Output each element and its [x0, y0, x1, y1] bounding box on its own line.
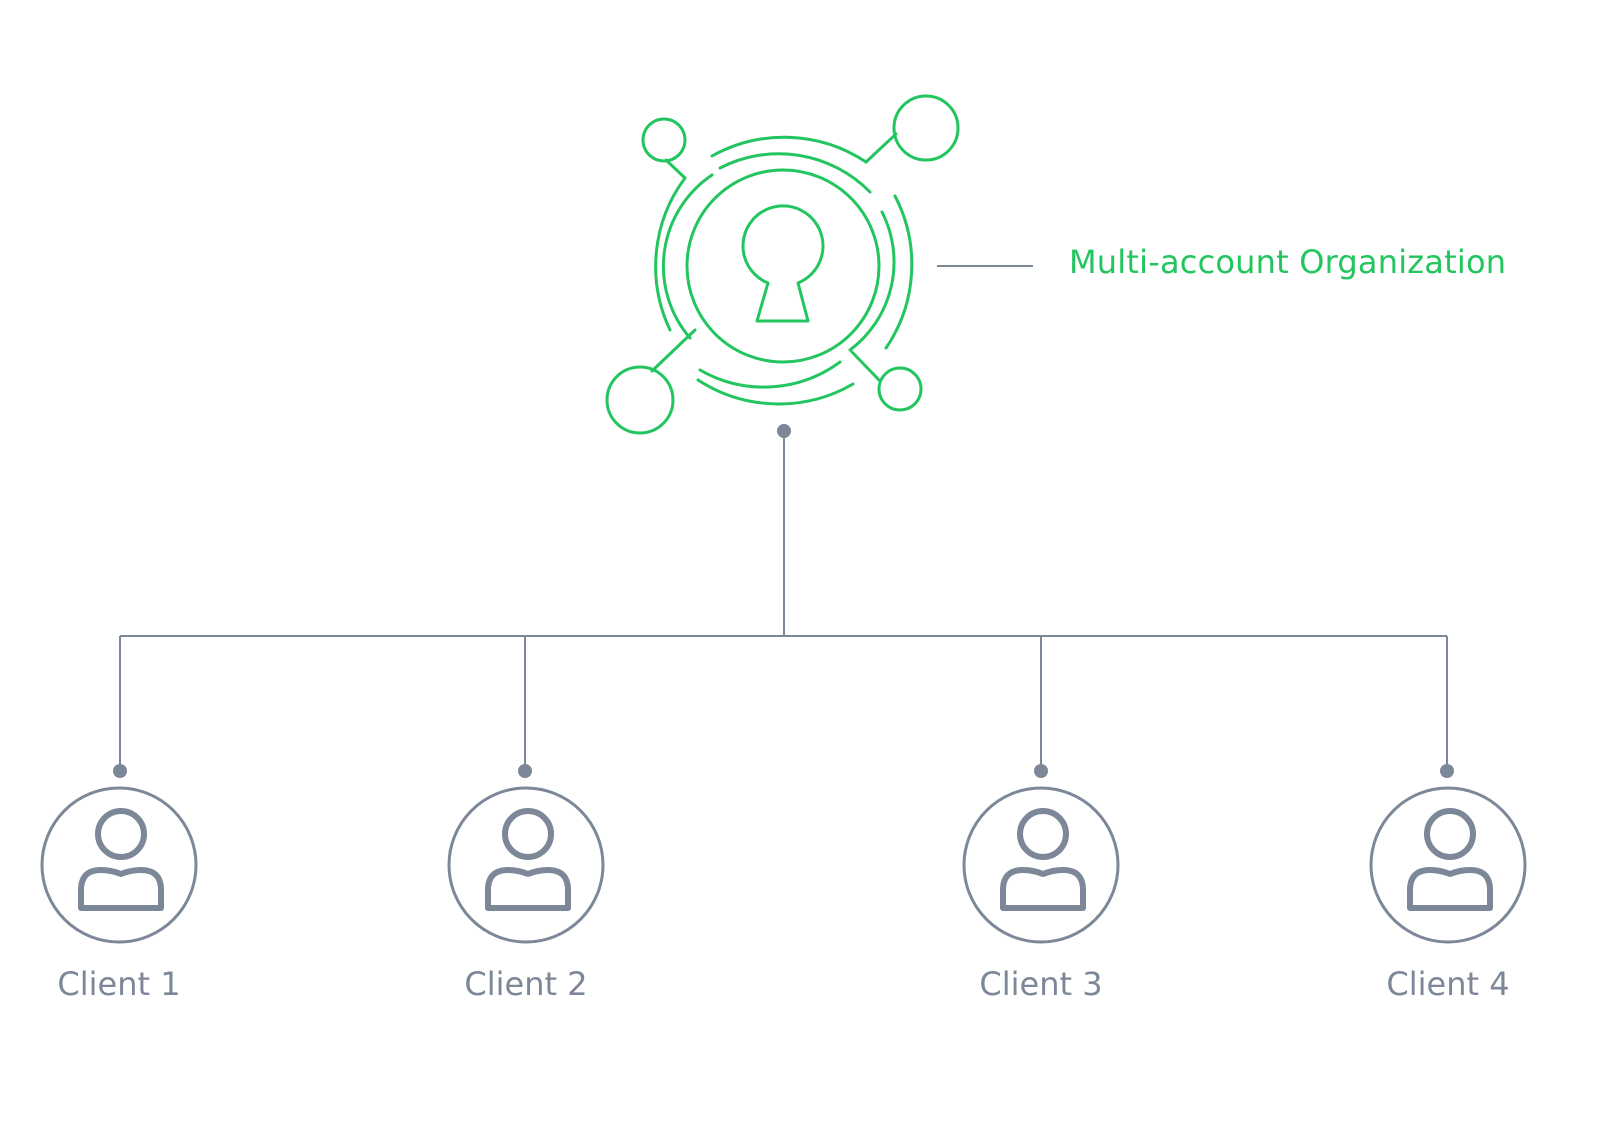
user-icon — [1407, 808, 1493, 911]
user-icon — [78, 808, 164, 911]
client-node-3 — [962, 764, 1120, 944]
organization-label: Multi-account Organization — [1069, 243, 1507, 281]
client-label-1: Client 1 — [57, 965, 181, 1003]
client-node-4 — [1369, 764, 1527, 944]
org-connector-dot — [777, 424, 791, 438]
client-label-2: Client 2 — [464, 965, 588, 1003]
user-icon — [1000, 808, 1086, 911]
client-label-3: Client 3 — [979, 965, 1103, 1003]
connector-dot — [1440, 764, 1454, 778]
client-node-2 — [447, 764, 605, 944]
connector-dot — [1034, 764, 1048, 778]
connector-dot — [518, 764, 532, 778]
client-label-4: Client 4 — [1386, 965, 1510, 1003]
user-icon — [485, 808, 571, 911]
connector-dot — [113, 764, 127, 778]
keyhole-logo-icon — [605, 94, 960, 435]
client-node-1 — [40, 764, 198, 944]
tree-connectors — [119, 431, 1448, 770]
